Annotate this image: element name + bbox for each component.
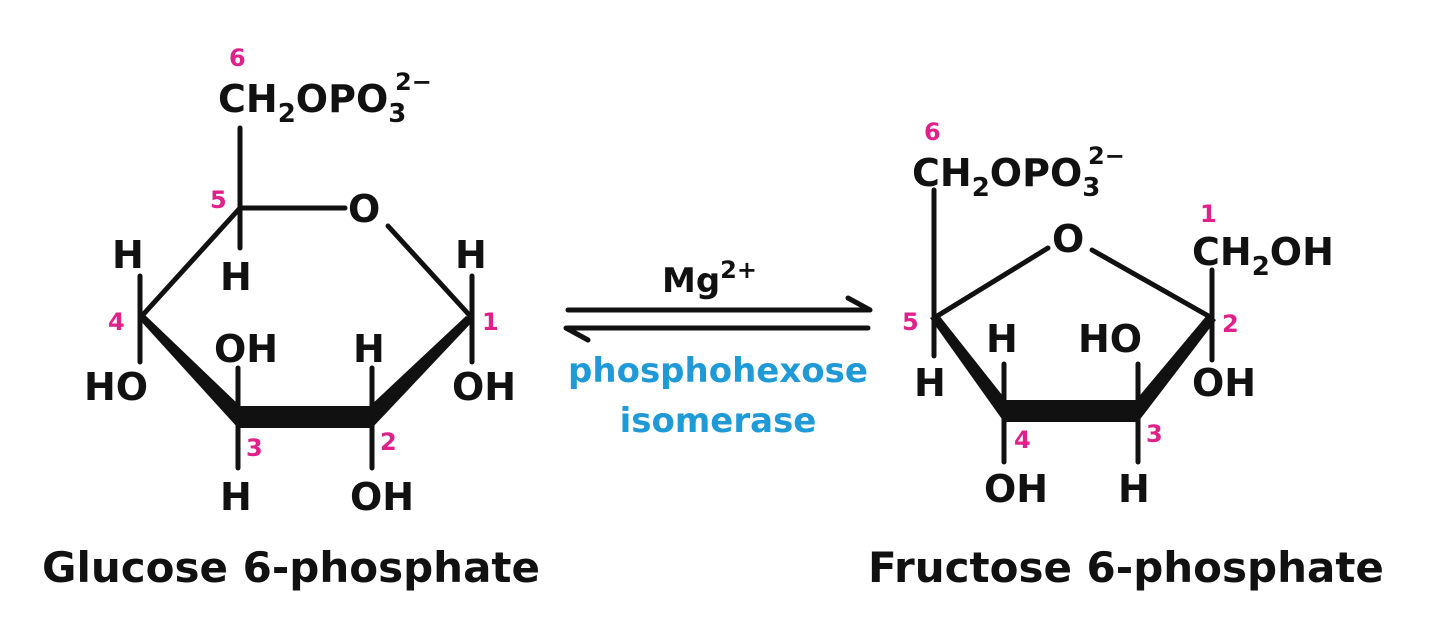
fructose-c3-h: H: [1118, 467, 1150, 511]
fructose-c4-oh: OH: [984, 467, 1048, 511]
fructose-carbon-number-3: 3: [1146, 420, 1163, 448]
glucose-c4-ho: HO: [84, 365, 148, 409]
fructose-c4-h: H: [986, 317, 1018, 361]
fructose-bond-o-c2: [1089, 247, 1215, 321]
glucose-bond-o-c1: [385, 223, 475, 321]
glucose-c1-h: H: [455, 233, 487, 277]
glucose-phosphate-charge: 2−: [395, 68, 432, 96]
fructose-c3-ho: HO: [1078, 317, 1142, 361]
glucose-c2-oh: OH: [350, 475, 414, 519]
glucose-6-phosphate: CH2OPO3 2− O H H H HO OH H OH H OH 6 5 4…: [42, 44, 540, 592]
enzyme-name-line2: isomerase: [620, 401, 817, 441]
fructose-carbon-number-2: 2: [1222, 310, 1239, 338]
glucose-carbon-number-3: 3: [246, 434, 263, 462]
glucose-bond-c2-c1: [370, 316, 474, 428]
fructose-bond-c3-c2: [1136, 314, 1216, 422]
enzyme-name-line1: phosphohexose: [568, 351, 868, 391]
equilibrium-arrows: Mg2+ phosphohexose isomerase: [563, 256, 873, 441]
forward-arrow-head: [845, 295, 873, 313]
cofactor-label: Mg2+: [662, 256, 757, 301]
glucose-carbon-number-4: 4: [108, 308, 125, 336]
glucose-bond-c5-c4: [137, 205, 243, 321]
glucose-ch2opo3-group: CH2OPO3: [218, 77, 406, 129]
glucose-carbon-number-2: 2: [380, 428, 397, 456]
glucose-c2-h: H: [353, 327, 385, 371]
glucose-6-phosphate-label: Glucose 6-phosphate: [42, 543, 540, 592]
fructose-c1-ch2oh: CH2OH: [1192, 230, 1334, 282]
fructose-carbon-number-1: 1: [1200, 200, 1217, 228]
glucose-bond-c4-c3: [138, 314, 240, 428]
glucose-c5-h: H: [220, 255, 252, 299]
fructose-bond-c5-c4: [930, 314, 1006, 422]
fructose-bond-c4-c3: [1004, 400, 1138, 422]
glucose-bond-c3-c2: [238, 406, 372, 428]
fructose-phosphate-charge: 2−: [1088, 142, 1125, 170]
glucose-c1-oh: OH: [452, 365, 516, 409]
fructose-c2-oh: OH: [1192, 361, 1256, 405]
glucose-c3-oh: OH: [214, 327, 278, 371]
glucose-ring-oxygen: O: [348, 187, 380, 231]
glucose-c4-h: H: [112, 233, 144, 277]
fructose-ch2opo3-group: CH2OPO3: [912, 151, 1100, 203]
fructose-carbon-number-5: 5: [902, 308, 919, 336]
glucose-carbon-number-5: 5: [210, 186, 227, 214]
fructose-carbon-number-4: 4: [1014, 426, 1031, 454]
fructose-ring-oxygen: O: [1052, 217, 1084, 261]
fructose-carbon-number-6: 6: [924, 118, 941, 146]
fructose-6-phosphate-label: Fructose 6-phosphate: [868, 543, 1384, 592]
reverse-arrow-head: [563, 325, 591, 343]
glucose-c3-h: H: [220, 475, 252, 519]
fructose-6-phosphate: CH2OPO3 2− CH2OH O H H HO OH OH H 6 1 5 …: [868, 118, 1384, 592]
fructose-bond-c5-o: [931, 245, 1051, 321]
glucose-carbon-number-1: 1: [482, 308, 499, 336]
glucose-carbon-number-6: 6: [229, 44, 246, 72]
fructose-c5-h: H: [914, 361, 946, 405]
